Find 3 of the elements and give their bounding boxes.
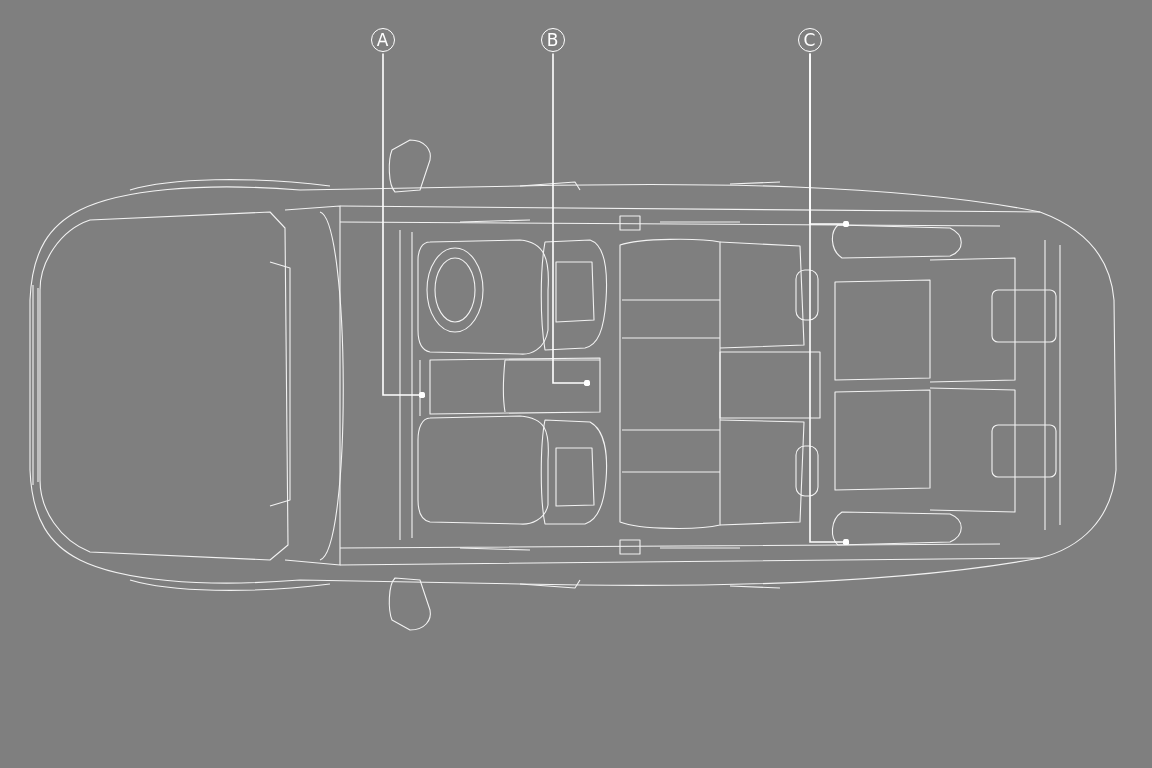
leader-line	[552, 52, 591, 387]
leader-line	[809, 52, 850, 546]
leader-line	[382, 52, 426, 399]
